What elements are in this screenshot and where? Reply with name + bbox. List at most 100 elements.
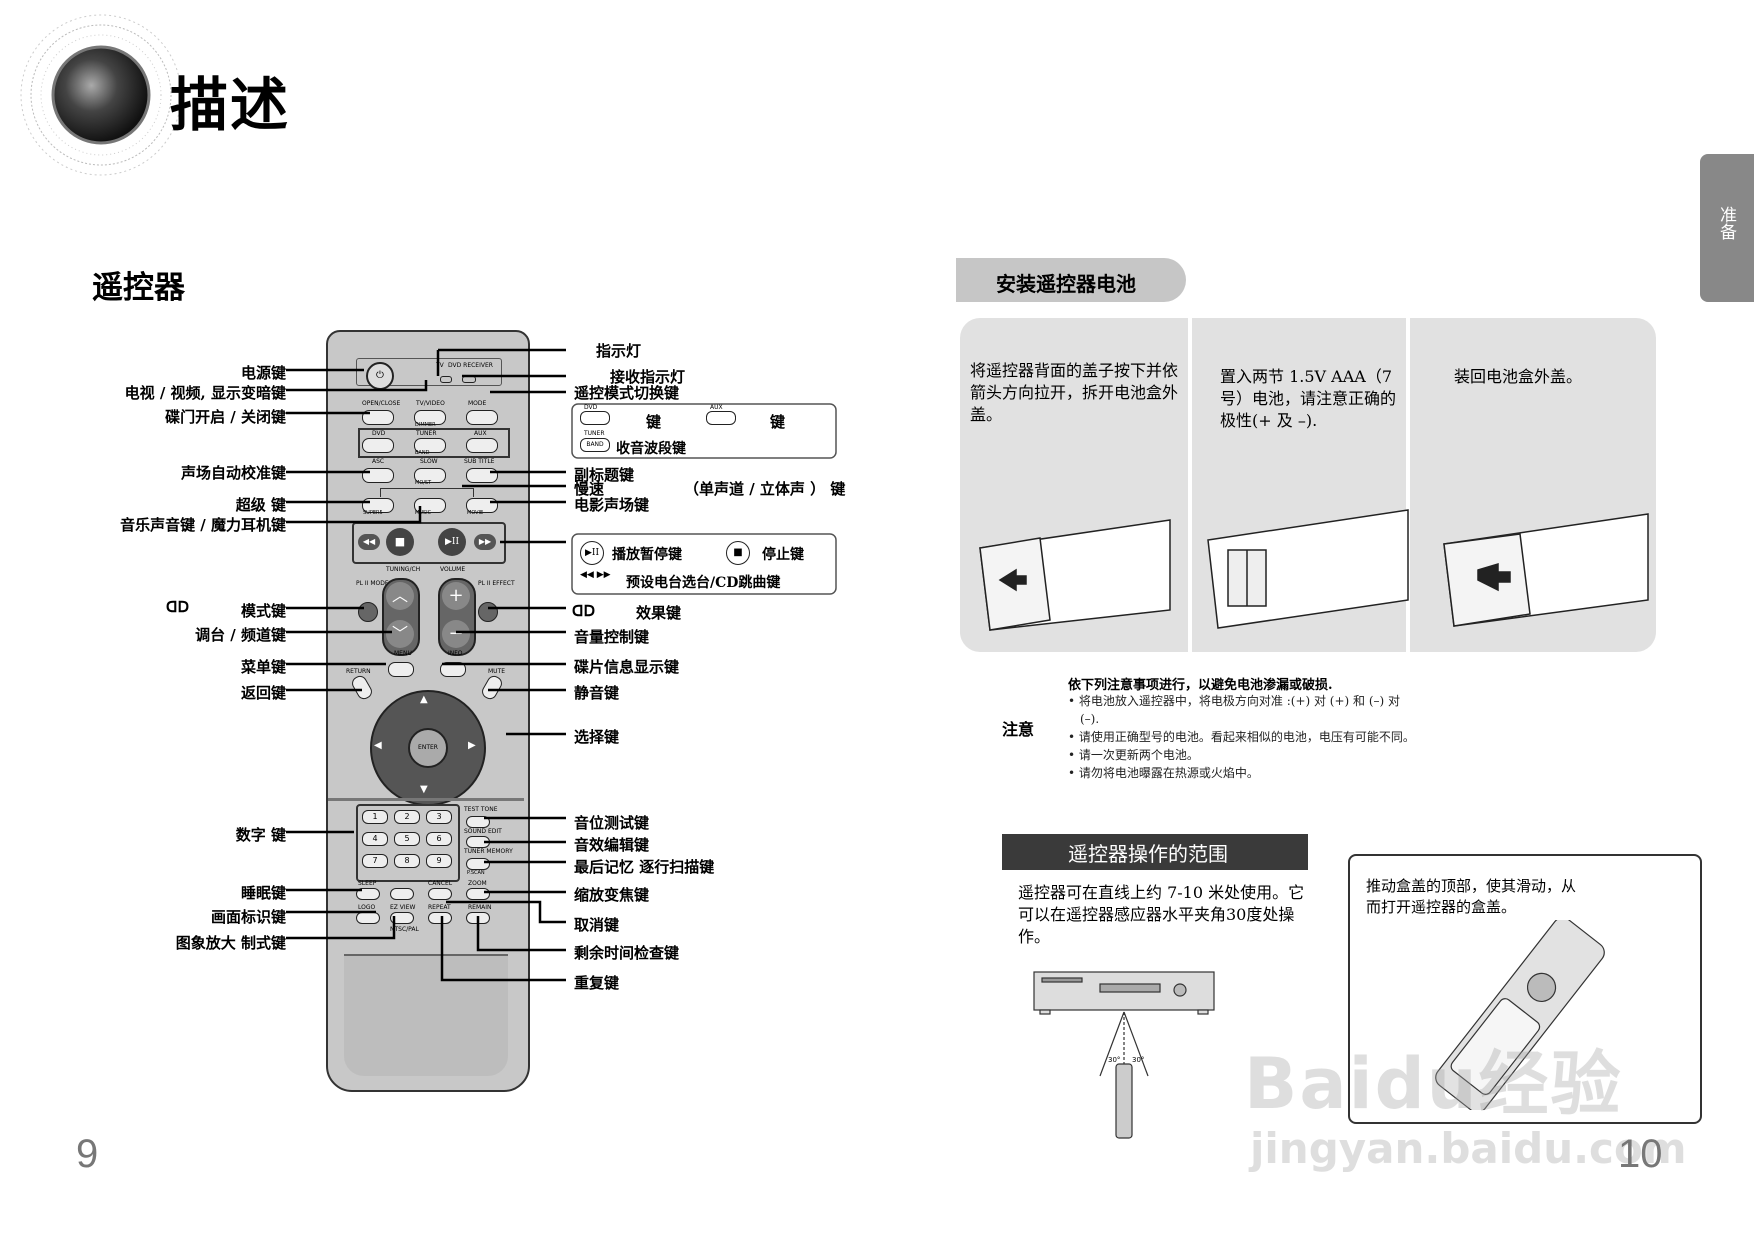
range-heading-bar xyxy=(1002,834,1308,870)
caption-sleep: SLEEP xyxy=(358,880,377,887)
dimmer-button[interactable]: DIMMER xyxy=(414,410,446,428)
caption-aux: AUX xyxy=(474,430,487,437)
slide-text: 推动盒盖的顶部，使其滑动，从而打开遥控器的盒盖。 xyxy=(1366,877,1577,916)
volume-up-button[interactable]: + xyxy=(442,582,470,610)
mo-st-button[interactable]: MO/ST xyxy=(414,468,446,486)
caption-menu: MENU xyxy=(394,650,412,657)
caption-super5: SUPER5 xyxy=(363,510,383,516)
digit-button-8[interactable]: 8 xyxy=(394,854,420,868)
range-text: 遥控器可在直线上约 7-10 米处使用。它可以在遥控器感应器水平夹角30度处操作… xyxy=(1018,883,1305,946)
forward-button[interactable]: ▶▶ xyxy=(474,534,496,550)
box1-tuner-caption: TUNER xyxy=(584,430,605,437)
right-label-0: 指示灯 xyxy=(596,342,642,360)
right-label-2: 遥控模式切换键 xyxy=(574,384,680,402)
left-label-4: 超级 键 xyxy=(235,496,286,514)
caption-remain: REMAIN xyxy=(468,904,492,911)
digit-button-2[interactable]: 2 xyxy=(394,810,420,824)
left-label-12: 画面标识键 xyxy=(210,908,286,926)
note-item: • 将电池放入遥控器中，将电极方向对准 :(+) 对 (+) 和 (–) 对 (… xyxy=(1068,692,1418,728)
page-number-right: 10 xyxy=(1618,1132,1663,1176)
digit-button-9[interactable]: 9 xyxy=(426,854,452,868)
right-label-1: 接收指示灯 xyxy=(610,368,686,386)
caption-dvd: DVD xyxy=(372,430,386,437)
nav-up-arrow[interactable]: ▲ xyxy=(420,694,428,705)
tuning-down-button[interactable]: ﹀ xyxy=(386,620,414,648)
remote-bottom-panel xyxy=(344,954,508,1076)
nav-right-arrow[interactable]: ▶ xyxy=(468,740,476,751)
angle-right-label: 30° xyxy=(1132,1056,1145,1064)
nav-left-arrow[interactable]: ◀ xyxy=(374,740,382,751)
aux-button[interactable] xyxy=(466,438,498,453)
right-label-6: 效果键 xyxy=(636,604,682,622)
note-bullet: • xyxy=(1068,766,1079,780)
caption-psc: P.SCAN xyxy=(467,870,485,876)
ez-view-button[interactable] xyxy=(390,912,414,924)
digit-button-4[interactable]: 4 xyxy=(362,832,388,846)
power-button[interactable]: ⏻ xyxy=(366,362,394,390)
caption-ntsc-pal: NTSC/PAL xyxy=(390,926,419,933)
stop-button[interactable]: ■ xyxy=(386,528,414,556)
box2-skip-label: 预设电台选台/CD跳曲键 xyxy=(626,575,781,591)
range-heading: 遥控器操作的范围 xyxy=(1068,842,1228,866)
digit-button-5[interactable]: 5 xyxy=(394,832,420,846)
tuning-up-button[interactable]: ︿ xyxy=(386,582,414,610)
caption-pl-mode: PL II MODE xyxy=(356,580,389,587)
page-number-left: 9 xyxy=(76,1132,99,1176)
caption-dimmer: DIMMER xyxy=(415,422,436,428)
info-button[interactable] xyxy=(440,662,466,677)
digit-button-3[interactable]: 3 xyxy=(426,810,452,824)
left-label-11: 睡眠键 xyxy=(240,884,286,902)
left-label-3: 声场自动校准键 xyxy=(180,464,286,482)
caption-movie: MOVIE xyxy=(467,510,484,516)
digit-button-7[interactable]: 7 xyxy=(362,854,388,868)
digit-button-1[interactable]: 1 xyxy=(362,810,388,824)
mode-button[interactable] xyxy=(466,410,498,425)
indicator-light xyxy=(440,376,452,383)
note-text: 请使用正确型号的电池。看起来相似的电池，电压有可能不同。 xyxy=(1078,730,1415,744)
left-label-10: 数字 键 xyxy=(235,826,286,844)
volume-down-button[interactable]: − xyxy=(442,620,470,648)
box2-skip-icon: ◀◀ ▶▶ xyxy=(580,570,611,580)
right-label-13: 最后记忆 逐行扫描键 xyxy=(574,858,715,876)
digit-button-6[interactable]: 6 xyxy=(426,832,452,846)
box1-dvd-key: 键 xyxy=(646,413,662,431)
music-button[interactable]: MUSIC xyxy=(414,498,446,516)
remote-top-panel xyxy=(356,358,502,386)
source-buttons-frame xyxy=(358,428,510,458)
right-label-17: 重复键 xyxy=(574,974,620,992)
right-label-5: 电影声场键 xyxy=(574,496,650,514)
speaker-logo xyxy=(18,12,184,178)
dvd-button[interactable] xyxy=(362,438,394,453)
caption-mute: MUTE xyxy=(488,668,506,675)
box1-band-button: BAND xyxy=(580,438,610,452)
left-label-7: 调台 / 频道键 xyxy=(195,626,286,644)
remote-caption-tv: TV xyxy=(436,362,444,369)
box2-play-pause-label: 播放暂停键 xyxy=(612,547,682,563)
note-label: 注意 xyxy=(1002,720,1035,739)
left-label-1: 电视 / 视频, 显示变暗键 xyxy=(124,384,286,402)
angle-left-label: 30° xyxy=(1108,1056,1121,1064)
repeat-button[interactable] xyxy=(428,912,452,924)
box1-band-label: 收音波段键 xyxy=(616,441,686,457)
section-title: 遥控器 xyxy=(92,270,185,306)
steps-divider-2 xyxy=(1406,318,1410,652)
box1-dvd-button xyxy=(580,411,610,425)
slide-remote-illustration xyxy=(1435,920,1605,1110)
play-pause-button[interactable]: ▶II xyxy=(438,528,466,556)
menu-button[interactable] xyxy=(388,662,414,677)
enter-button[interactable]: ENTER xyxy=(408,728,448,768)
step-3-text: 装回电池盒外盖。 xyxy=(1454,367,1583,386)
right-label-16: 剩余时间检查键 xyxy=(574,944,680,962)
zero-button[interactable] xyxy=(390,888,414,900)
rewind-button[interactable]: ◀◀ xyxy=(358,534,380,550)
caption-open-close: OPEN/CLOSE xyxy=(362,400,401,407)
cancel-button[interactable] xyxy=(428,888,452,900)
steps-divider-1 xyxy=(1188,318,1192,652)
mono-stereo-label: （单声道 / 立体声 ） 键 xyxy=(684,480,846,498)
note-item: • 请使用正确型号的电池。看起来相似的电池，电压有可能不同。 xyxy=(1068,728,1418,746)
band-button[interactable]: BAND xyxy=(414,438,446,456)
right-label-10: 选择键 xyxy=(574,728,620,746)
caption-repeat: REPEAT xyxy=(428,904,451,911)
nav-down-arrow[interactable]: ▼ xyxy=(420,784,428,795)
